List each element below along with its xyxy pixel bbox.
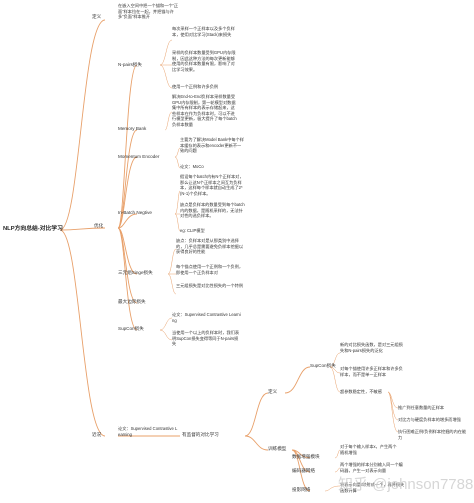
node-npairs: N-pairs损失: [118, 62, 142, 67]
triplet-desc-1: 缺点：负样本对是从那类别中选择的，几乎总是需要避免负样本挖掘以获得良好的性能: [176, 238, 244, 255]
node-triplet: 三元组Singe损失: [118, 270, 153, 275]
triplet-desc-2: 每个锚点使用一个正例和一个负例，即使用一个正负样本对: [176, 264, 244, 275]
branch-advantages: 优化: [94, 223, 104, 228]
proj-desc: 将表示向量r映射成一个，再将损失函数计算: [340, 482, 405, 493]
node-train-model: 训练模型: [268, 446, 287, 451]
node-proj: 投影网络: [292, 487, 311, 492]
moco-paper: 论文：MoCo: [180, 164, 204, 169]
branch-recent: 近况: [92, 432, 102, 437]
node-encoder: 编码器网络: [292, 468, 315, 473]
npairs-desc-3: 使用一个正例和许多负例: [172, 84, 219, 89]
pos-desc-2: 对比力与硬度负样本的增多而增强: [398, 417, 461, 422]
node-in-batch: In-Batch Negtive: [118, 210, 152, 215]
supcon-paper: 论文：Supervised Contrastive Learning: [172, 312, 241, 323]
node-supcon: SupCon损失: [118, 326, 144, 331]
supcon2-desc-1: 新的对比损失函数，是对三元组损失和N-pairs损失的泛化: [340, 342, 403, 353]
watermark: 知乎 @johnson7788: [338, 476, 474, 493]
npairs-desc-2: 采样的负样本数量受到GPU内存限制，因此这种方法的每次更新能够使用的负样本数量有…: [172, 50, 236, 72]
memory-bank-desc: 解决End-to-End负样本采样数量受GPU内存限制，第一轮模型对数据集中所有…: [172, 94, 237, 127]
node-supervised-learning: 有监督的对比学习: [182, 432, 219, 437]
supcon-desc: 当使用一个以上的负样本时，我们表明SupCon损失变得等同于N-pairs损失: [172, 330, 240, 347]
data-aug-desc: 对于每个输入样本x，产生两个随机增强: [340, 444, 397, 455]
supcon2-desc-3: 超参数稳定性，不敏感: [340, 389, 382, 394]
momentum-desc: 主要为了解决Model Bank中每个样本缓存的表示和encoder更新不一致的…: [180, 137, 244, 154]
node-max-margin: 最大边际损失: [118, 299, 146, 304]
node-data-aug: 数据增强模块: [292, 454, 320, 459]
clip-example: eg: CLIP模型: [180, 228, 205, 233]
node-momentum-encoder: Momentum Encoder: [118, 154, 160, 159]
triplet-desc-3: 三元组损失是对比性损失的一个特例: [176, 283, 244, 288]
root-node: NLP方向总结-对比学习: [3, 226, 63, 232]
in-batch-desc-1: 假设每个batch内有N个正样本对，那么让这N个正样本之间互为负样本，这样每个样…: [180, 174, 244, 196]
node-memory-bank: Memory Bank: [118, 126, 147, 131]
in-batch-desc-2: 缺点是负样本的数量受到每个batch内的数据，是随机采样的，无法针对性的选负样本…: [180, 202, 245, 219]
node-definition-2: 定义: [268, 389, 278, 394]
supcon2-desc-2: 对每个锚使用许多正样本和许多负样本，而不是单一正样本: [340, 366, 403, 377]
definition-text: 在嵌入空间中把一个锚和一个“正面”样本拉在一起，并把锚与许多“负面”样本推开: [118, 3, 179, 20]
branch-definition: 定义: [92, 14, 102, 19]
pos-desc-3: 执行困难正例/负例样本挖掘的内在能力: [398, 429, 467, 440]
pos-desc-1: 推广到任意数量的正样本: [398, 405, 445, 410]
node-supcon-2: SupCon损失: [310, 363, 336, 368]
encoder-desc: 两个增强的样本分别输入同一个编码器，产生一对表示向量: [340, 462, 403, 473]
npairs-desc-1: 每次采样一个正样本以及多个负样本，使用对比学习(Stack)来损失: [172, 26, 235, 37]
recent-paper: 论文：Supervised Contrastive Learning: [118, 426, 178, 437]
